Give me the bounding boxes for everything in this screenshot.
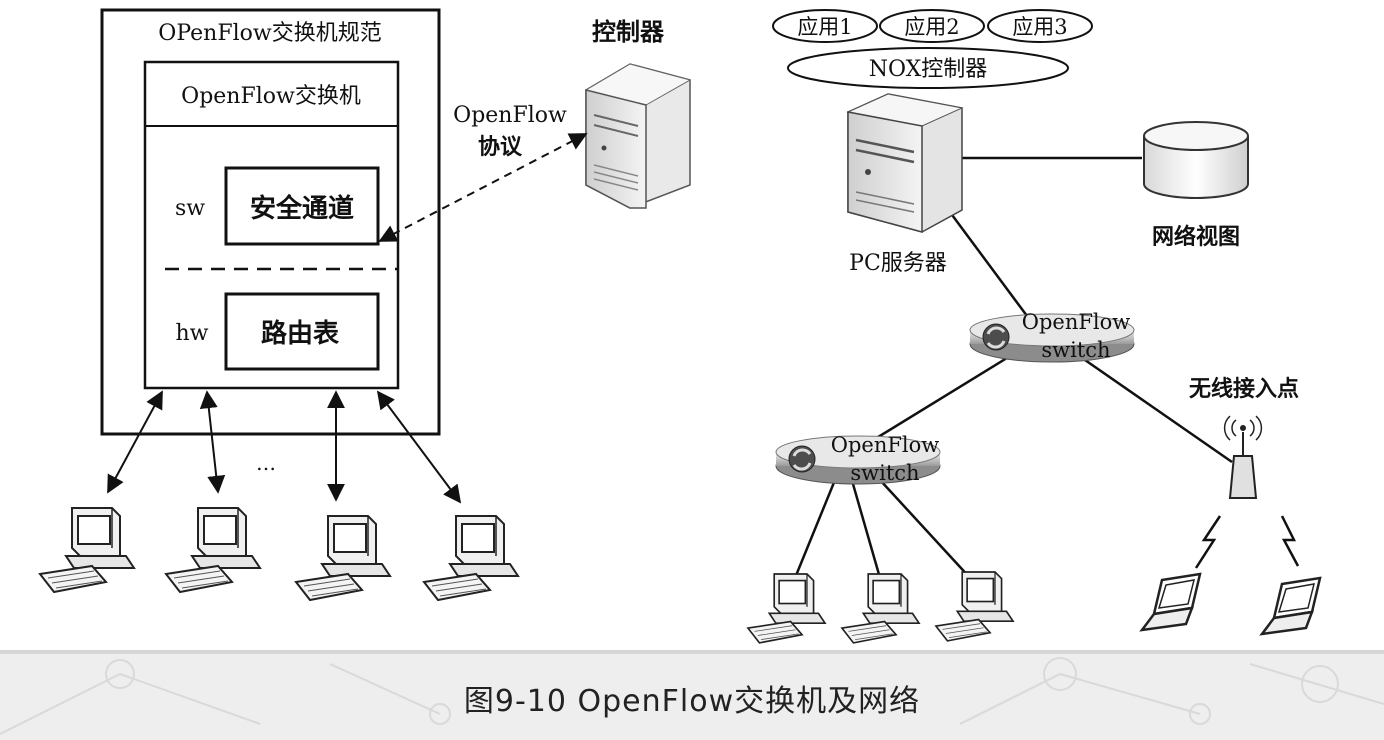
openflow-diagram: OPenFlow交换机规范 OpenFlow交换机 sw 安全通道 hw 路由表…: [39, 8, 1322, 644]
network-links: [793, 156, 1233, 581]
wireless-signal-icon: [1194, 515, 1300, 569]
switch-bottom-label-line1: OpenFlow: [831, 433, 940, 457]
openflow-switch-top: OpenFlow switch: [968, 310, 1136, 364]
laptop-icon: [1140, 572, 1202, 632]
switch-title: OpenFlow交换机: [181, 84, 361, 109]
pc-server-label: PC服务器: [849, 251, 947, 276]
openflow-switch-bottom: OpenFlow switch: [774, 433, 942, 486]
sw-label: sw: [175, 196, 205, 221]
host-computer-icon: [165, 507, 261, 593]
host-links: [107, 390, 462, 504]
secure-channel-label: 安全通道: [250, 193, 354, 224]
host-computer-icon: [295, 515, 391, 601]
pc-server-icon: [846, 93, 964, 233]
database-icon: [1143, 121, 1249, 199]
openflow-switch-box: OpenFlow交换机 sw 安全通道 hw 路由表: [143, 60, 400, 390]
switch-bottom-label-line2: switch: [850, 461, 919, 485]
host-computer-icon: [747, 573, 826, 644]
protocol-label-line2: 协议: [478, 135, 523, 160]
host-computer-icon: [423, 515, 519, 601]
network-view-label: 网络视图: [1152, 224, 1240, 250]
routing-table-label: 路由表: [261, 318, 340, 349]
hw-label: hw: [176, 321, 209, 346]
access-point-icon: [1223, 415, 1263, 499]
controller-server-icon: [584, 63, 692, 209]
decorative-network-pattern: [0, 657, 1384, 735]
caption-band: 图9-10 OpenFlow交换机及网络: [0, 650, 1384, 740]
app-3-label: 应用3: [1012, 15, 1067, 39]
controller-label: 控制器: [592, 18, 665, 46]
wireless-ap-label: 无线接入点: [1189, 376, 1299, 402]
nox-controller-label: NOX控制器: [869, 57, 988, 82]
app-1-label: 应用1: [797, 15, 852, 39]
nox-controller-oval: NOX控制器: [787, 47, 1069, 89]
hosts-ellipsis: …: [256, 451, 276, 475]
protocol-link: [378, 133, 588, 242]
laptop-icon: [1260, 576, 1322, 636]
host-computer-icon: [841, 573, 920, 644]
switch-top-label-line1: OpenFlow: [1022, 310, 1131, 334]
app-ovals: 应用1 应用2 应用3: [772, 9, 1093, 43]
protocol-label-line1: OpenFlow: [453, 103, 567, 128]
spec-title: OPenFlow交换机规范: [158, 21, 381, 46]
host-computer-icon: [935, 571, 1014, 642]
switch-top-label-line2: switch: [1041, 338, 1110, 362]
figure-caption: 图9-10 OpenFlow交换机及网络: [463, 684, 921, 719]
app-2-label: 应用2: [904, 15, 959, 39]
host-computer-icon: [39, 507, 135, 593]
